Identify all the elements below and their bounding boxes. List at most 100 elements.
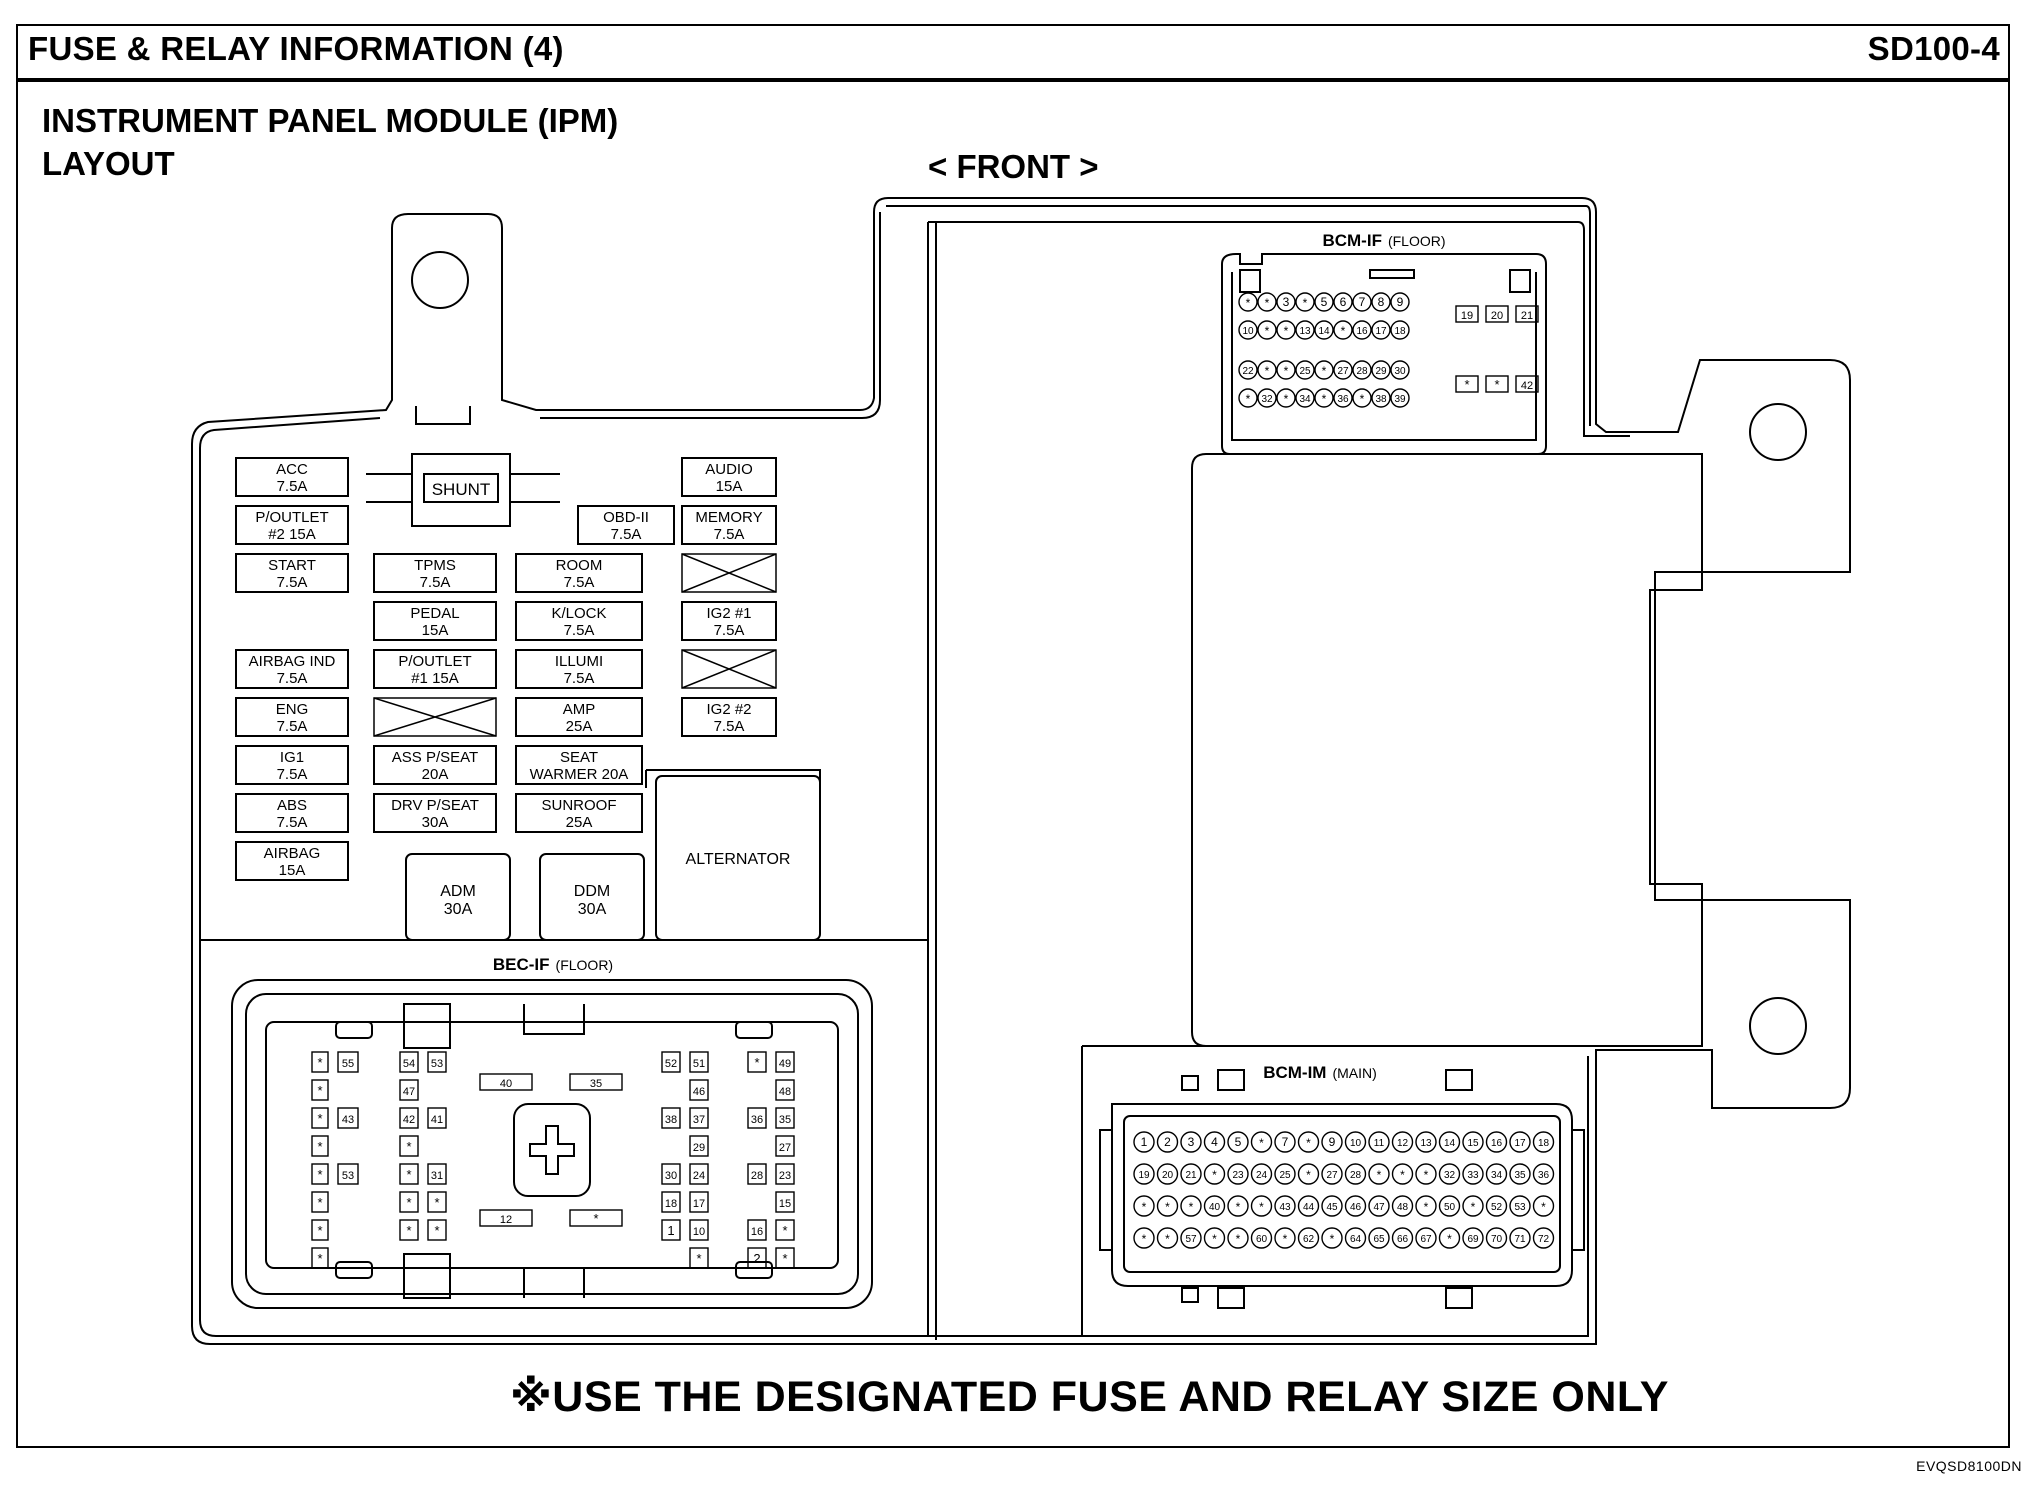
pin: 8 (1371, 292, 1391, 312)
fuse-rating: 7.5A (564, 670, 595, 687)
pin: 30 (1390, 360, 1410, 380)
pin-unused: * (1133, 1195, 1155, 1217)
pin: 28 (1344, 1163, 1367, 1185)
pin: 18 (661, 1191, 681, 1213)
pin-label: 30 (665, 1170, 677, 1182)
pin: 1 (661, 1219, 681, 1241)
pin-unused: * (1257, 292, 1277, 312)
pin-unused: * (1257, 320, 1277, 340)
fuse-name: DRV P/SEAT (391, 797, 479, 814)
pin-label: 17 (1375, 326, 1387, 337)
fuse-box: OBD-II7.5A (577, 505, 675, 545)
fuse-name: PEDAL (410, 605, 459, 622)
pin-label: 28 (751, 1170, 763, 1182)
pin: 9 (1390, 292, 1410, 312)
pin: 54 (399, 1051, 419, 1073)
pin-unused: * (1133, 1227, 1155, 1249)
fuse-rating: 7.5A (277, 718, 308, 735)
pin-label: 71 (1514, 1234, 1526, 1245)
pin-unused: * (1485, 375, 1509, 393)
pin-label: * (1165, 1232, 1170, 1246)
pin: 45 (1321, 1195, 1343, 1217)
pin-label: 34 (1299, 394, 1311, 405)
fuse-rating: 15A (716, 478, 743, 495)
mount-hole-icon (1749, 403, 1807, 461)
fuse-name: AMP (563, 701, 596, 718)
fuse-name: ABS (277, 797, 307, 814)
pin-label: 2 (753, 1251, 760, 1266)
pin: 3 (1276, 292, 1296, 312)
fuse-box: P/OUTLET#2 15A (235, 505, 349, 545)
pin-unused: * (427, 1219, 447, 1241)
pin-label: * (1341, 324, 1346, 338)
pin: 42 (399, 1107, 419, 1129)
pin-label: * (1236, 1200, 1241, 1214)
pin: 18 (1390, 320, 1410, 340)
pin-label: 43 (342, 1114, 354, 1126)
pin-unused: * (1314, 360, 1334, 380)
pin-label: 16 (1356, 326, 1368, 337)
pin: 43 (1274, 1195, 1296, 1217)
pin-label: 17 (693, 1198, 705, 1210)
pin-label: 10 (1350, 1138, 1362, 1149)
pin: 29 (1371, 360, 1391, 380)
pin-label: 64 (1350, 1234, 1362, 1245)
pin-label: 57 (1185, 1234, 1197, 1245)
pin-label: * (1424, 1200, 1429, 1214)
pin-label: * (406, 1223, 411, 1238)
pin-label: 27 (1337, 366, 1349, 377)
pin: 13 (1415, 1131, 1437, 1153)
large-fuse-rating: 30A (578, 901, 607, 918)
pin: 31 (427, 1163, 447, 1185)
pin-label: 18 (1394, 326, 1406, 337)
pin-label: 35 (779, 1114, 791, 1126)
pin-label: 60 (1256, 1234, 1268, 1245)
bcm-im-connector (1099, 1069, 1585, 1309)
pin: 4 (1203, 1131, 1226, 1153)
pin-label: * (317, 1223, 322, 1238)
pin: 71 (1509, 1227, 1531, 1249)
pin: 1 (1133, 1131, 1155, 1153)
pin-label: 48 (1397, 1202, 1409, 1213)
pin: 30 (661, 1163, 681, 1185)
fuse-name: SEAT (560, 749, 598, 766)
pin-label: 43 (1279, 1202, 1291, 1213)
pin: 15 (775, 1191, 795, 1213)
pin: 34 (1485, 1163, 1508, 1185)
pin-label: 46 (1350, 1202, 1362, 1213)
pin-label: * (1284, 364, 1289, 378)
shunt (366, 453, 560, 527)
pin-label: 17 (1514, 1138, 1526, 1149)
pin: 66 (1391, 1227, 1414, 1249)
pin: 34 (1295, 388, 1315, 408)
bec-if-pin-grid: ********554353544742****534131**52383018… (311, 1051, 795, 1269)
pin-label: 37 (693, 1114, 705, 1126)
alternator-block (655, 775, 821, 941)
pin-label: * (434, 1223, 439, 1238)
pin-unused: * (1276, 360, 1296, 380)
pin-label: 28 (1356, 366, 1368, 377)
pin: 7 (1352, 292, 1372, 312)
pin-label: 53 (431, 1058, 443, 1070)
pin-label: 20 (1162, 1170, 1174, 1181)
pin-unused: * (1297, 1163, 1320, 1185)
pin-label: 5 (1321, 295, 1328, 309)
pin-unused: * (1295, 292, 1315, 312)
pin-label: 44 (1303, 1202, 1315, 1213)
pin-unused: * (1438, 1227, 1461, 1249)
pin: 16 (747, 1219, 767, 1241)
pin-label: 42 (1521, 380, 1533, 392)
pin-label: 7 (1282, 1135, 1289, 1149)
pin: 67 (1415, 1227, 1437, 1249)
pin-label: 10 (1242, 326, 1254, 337)
pin: 46 (1344, 1195, 1367, 1217)
pin-label: 14 (1318, 326, 1330, 337)
pin-label: 16 (1491, 1138, 1503, 1149)
pin-label: 40 (1209, 1202, 1221, 1213)
pin-unused: * (1276, 388, 1296, 408)
pin: 22 (1238, 360, 1258, 380)
